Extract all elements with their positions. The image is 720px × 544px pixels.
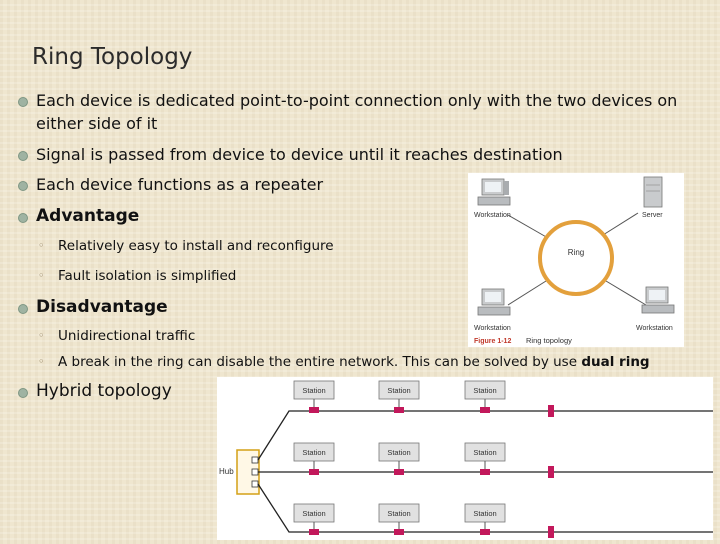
workstation-icon — [477, 288, 511, 316]
bus-line — [257, 410, 713, 461]
station-label: Station — [473, 386, 496, 395]
hybrid-topology-figure: Hub Station Station — [217, 377, 713, 540]
bullet-dot — [18, 388, 28, 398]
station: Station — [378, 442, 420, 475]
bus-line — [257, 483, 713, 533]
station: Station — [293, 380, 335, 413]
station-label: Station — [473, 448, 496, 457]
hub-port — [251, 468, 259, 476]
hub-port — [251, 480, 259, 488]
bus-terminator — [548, 405, 554, 417]
station-label: Station — [387, 509, 410, 518]
station-label: Station — [302, 386, 325, 395]
bullet-dot — [18, 151, 28, 161]
figure-caption: Ring topology — [526, 336, 572, 345]
disadvantage-item-text: A break in the ring can disable the enti… — [58, 354, 582, 370]
ring-label: Ring — [568, 248, 584, 257]
station: Station — [293, 503, 335, 535]
ring-link — [507, 280, 547, 306]
disadvantage-item: Unidirectional traffic — [58, 328, 196, 344]
hybrid-topology-diagram: Hub Station Station — [219, 380, 713, 538]
workstation-icon — [477, 178, 511, 206]
workstation-icon — [641, 286, 675, 314]
bullet-text: Signal is passed from device to device u… — [36, 145, 563, 164]
ring-link — [605, 280, 647, 306]
hub-port — [251, 456, 259, 464]
bus-terminator — [548, 526, 554, 538]
sub-bullet-marker: ◦ — [38, 269, 45, 282]
advantage-item: Relatively easy to install and reconfigu… — [58, 238, 334, 254]
station-label: Station — [387, 448, 410, 457]
bullet-text: Each device is dedicated point-to-point … — [36, 91, 678, 110]
ring-topology-figure: Ring Workstation Server Wo — [468, 173, 684, 347]
disadvantage-item: A break in the ring can disable the enti… — [58, 353, 650, 371]
bullet-dot — [18, 213, 28, 223]
workstation-label: Workstation — [636, 325, 673, 332]
figure-number: Figure 1-12 — [474, 338, 511, 345]
bullet-dot — [18, 304, 28, 314]
slide-title: Ring Topology — [32, 44, 193, 70]
station-label: Station — [302, 509, 325, 518]
server-icon — [643, 176, 663, 208]
bullet-dot — [18, 181, 28, 191]
sub-bullet-marker: ◦ — [38, 355, 45, 368]
hybrid-heading: Hybrid topology — [36, 381, 172, 401]
station: Station — [378, 503, 420, 535]
station: Station — [378, 380, 420, 413]
bus-terminator — [548, 466, 554, 478]
bullet-text: Each device functions as a repeater — [36, 175, 324, 194]
disadvantage-heading: Disadvantage — [36, 297, 168, 317]
advantage-heading: Advantage — [36, 206, 140, 226]
server-label: Server — [642, 212, 663, 219]
station-label: Station — [302, 448, 325, 457]
workstation-label: Workstation — [474, 325, 511, 332]
advantage-item: Fault isolation is simplified — [58, 268, 237, 284]
station: Station — [293, 442, 335, 475]
station-label: Station — [387, 386, 410, 395]
station: Station — [464, 442, 506, 475]
station-label: Station — [473, 509, 496, 518]
hub-label: Hub — [219, 467, 234, 476]
bullet-text-continuation: either side of it — [36, 114, 158, 133]
ring-circle — [538, 220, 614, 296]
station: Station — [464, 380, 506, 413]
ring-link — [507, 214, 549, 239]
workstation-label: Workstation — [474, 212, 511, 219]
bullet-dot — [18, 97, 28, 107]
ring-topology-diagram: Ring Workstation Server Wo — [474, 176, 675, 345]
page-number: 15 — [691, 516, 704, 528]
dual-ring-emphasis: dual ring — [581, 354, 650, 370]
sub-bullet-marker: ◦ — [38, 239, 45, 252]
sub-bullet-marker: ◦ — [38, 329, 45, 342]
ring-link — [602, 212, 639, 236]
station: Station — [464, 503, 506, 535]
